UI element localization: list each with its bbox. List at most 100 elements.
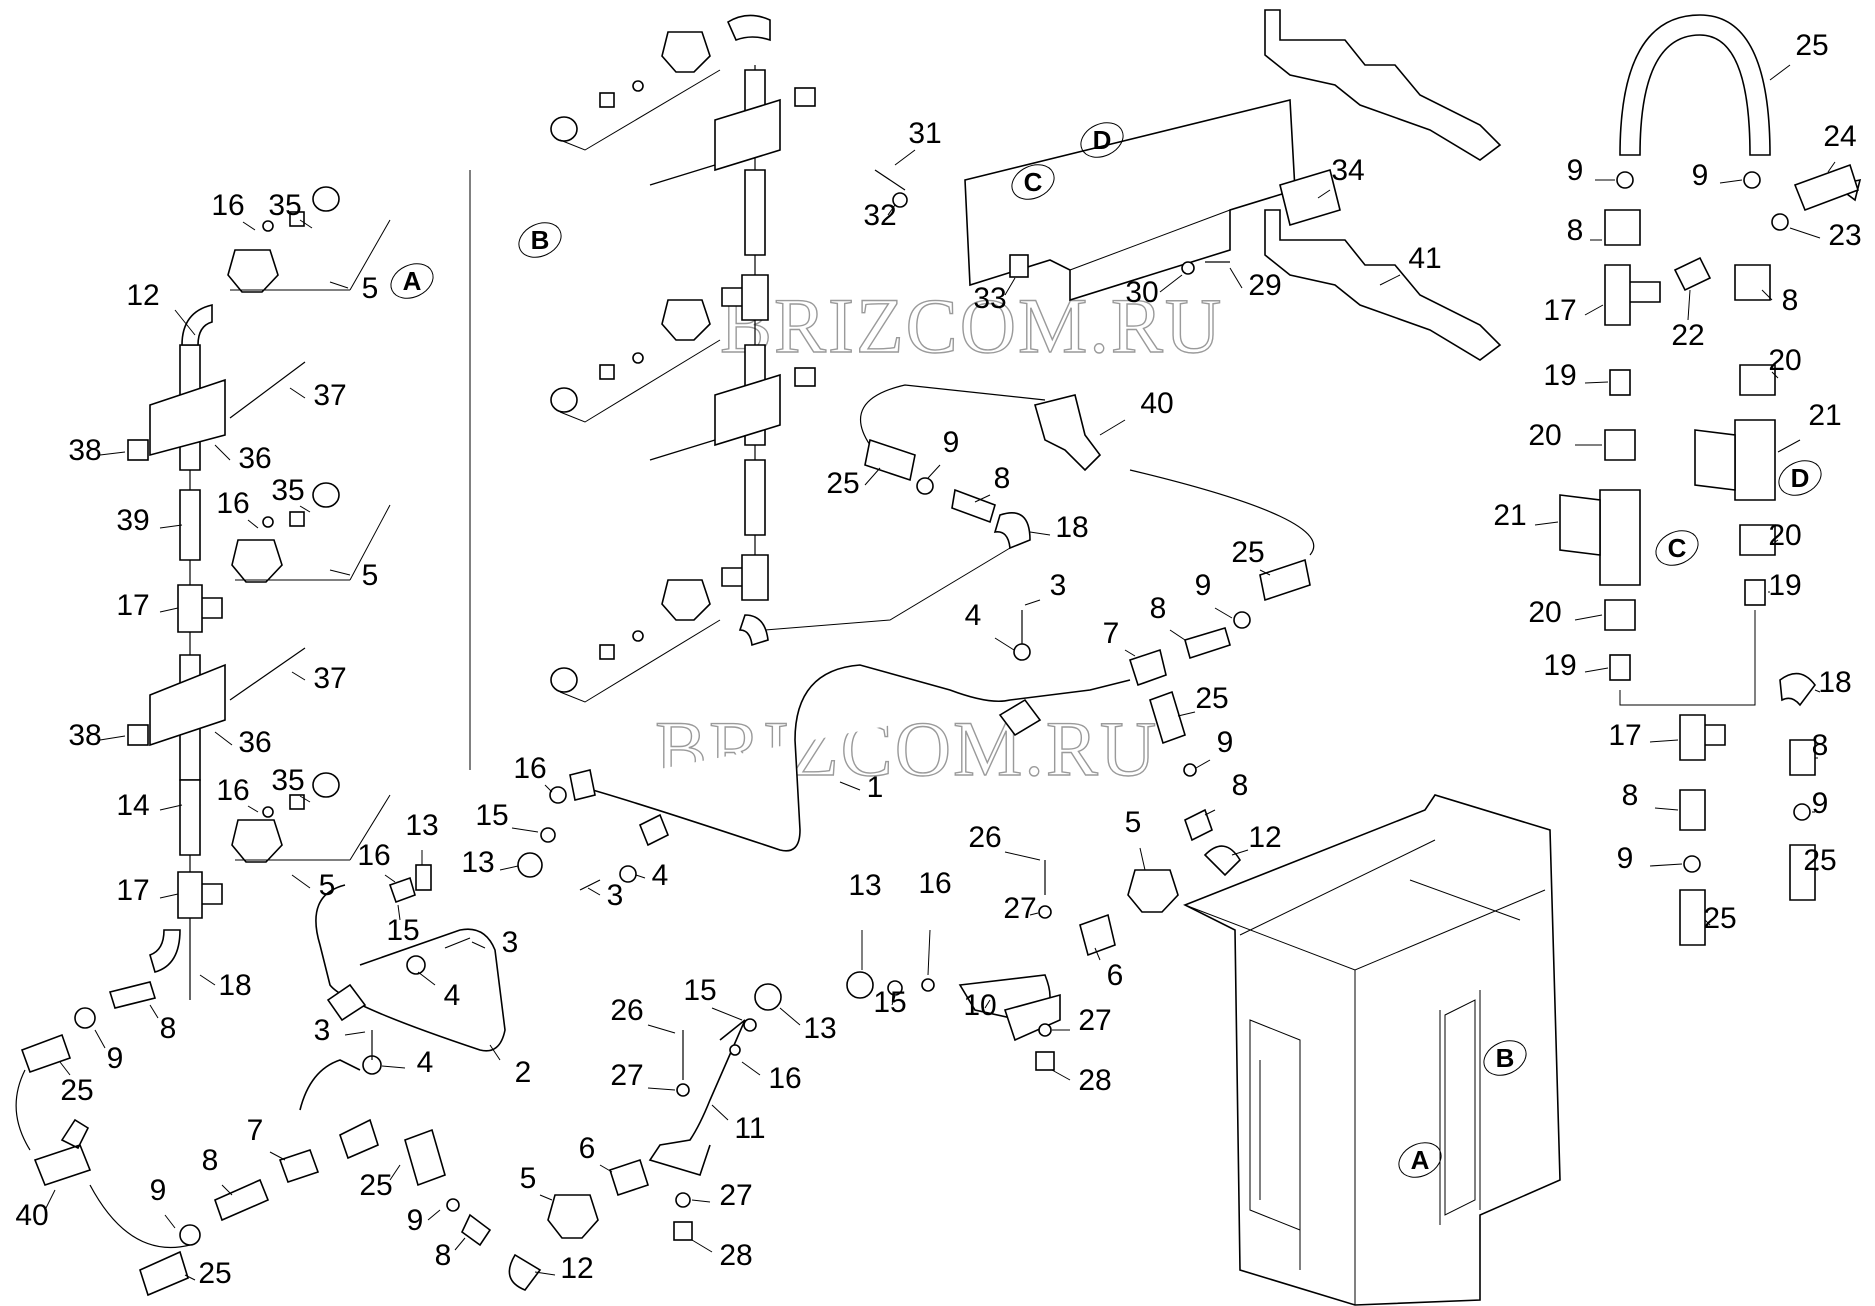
tee-17-lower xyxy=(177,871,223,919)
valve-group-a1 xyxy=(227,186,391,293)
hose-25-a xyxy=(20,1033,72,1074)
callout-number-26: 26 xyxy=(968,821,1001,854)
callout-number-21: 21 xyxy=(1808,399,1841,432)
callout-number-36: 36 xyxy=(238,442,271,475)
callout-leader-36 xyxy=(214,731,233,746)
fitting-8-f xyxy=(1184,808,1213,842)
clamp-9-a xyxy=(74,1007,96,1029)
fitting-8-a xyxy=(108,981,157,1009)
callout-number-10: 10 xyxy=(963,989,996,1022)
clamp-9-i xyxy=(1793,803,1811,821)
callout-leader-29 xyxy=(1229,267,1243,289)
callout-number-20: 20 xyxy=(1768,519,1801,552)
view-label-b-frame: B xyxy=(1483,1040,1527,1076)
nut-6-a xyxy=(608,1158,650,1197)
callout-number-25: 25 xyxy=(1195,682,1228,715)
pipe-part-14-b xyxy=(744,459,766,536)
nut-38-upper xyxy=(127,439,149,461)
callout-number-27: 27 xyxy=(1078,1004,1111,1037)
callout-number-33: 33 xyxy=(973,282,1006,315)
callout-leader-17 xyxy=(159,893,179,899)
callout-number-25: 25 xyxy=(1803,844,1836,877)
callout-leader-16 xyxy=(242,221,256,231)
callout-leader-5 xyxy=(329,569,351,576)
callout-number-5: 5 xyxy=(1125,806,1142,839)
bolt-37-lower xyxy=(229,647,306,701)
svg-text:C: C xyxy=(1024,167,1043,197)
callout-number-9: 9 xyxy=(150,1174,167,1207)
callout-leader-4 xyxy=(381,1065,406,1069)
coil-21-d xyxy=(1694,429,1736,491)
callout-number-9: 9 xyxy=(943,426,960,459)
callout-leader-17 xyxy=(1584,304,1604,316)
callout-leader-25 xyxy=(1177,711,1196,717)
callout-leader-15 xyxy=(397,904,401,921)
clamp-9-c xyxy=(916,477,934,495)
callout-leader-3 xyxy=(344,1031,366,1036)
callout-number-9: 9 xyxy=(1195,569,1212,602)
clamp-9-b xyxy=(179,1224,201,1246)
callout-leader-30 xyxy=(1159,274,1183,293)
callout-leader-28 xyxy=(691,1239,713,1253)
elbow-12-d xyxy=(1203,845,1242,877)
nut-38-lower xyxy=(127,724,149,746)
callout-number-34: 34 xyxy=(1331,154,1364,187)
callout-number-28: 28 xyxy=(1078,1064,1111,1097)
callout-leader-3 xyxy=(1024,599,1041,606)
callout-number-9: 9 xyxy=(107,1042,124,1075)
callout-leader-37 xyxy=(291,671,306,681)
callout-number-16: 16 xyxy=(768,1062,801,1095)
callout-leader-9 xyxy=(164,1214,176,1229)
callout-leader-26 xyxy=(647,1024,676,1034)
callout-leader-25 xyxy=(864,467,881,486)
view-label-a-top: A xyxy=(390,263,434,299)
hose-25-loop xyxy=(1619,14,1771,156)
callout-leader-8 xyxy=(974,494,991,503)
svg-text:C: C xyxy=(1668,533,1687,563)
callout-leader-8 xyxy=(149,1004,159,1019)
callout-number-5: 5 xyxy=(362,272,379,305)
callout-leader-9 xyxy=(427,1209,441,1221)
nut-13-a xyxy=(415,864,432,891)
washer-15-b xyxy=(540,827,556,843)
callout-leader-6 xyxy=(599,1164,613,1173)
tee-40-a xyxy=(33,1118,92,1186)
callout-number-11: 11 xyxy=(734,1112,765,1145)
pipe-part-39-b xyxy=(744,169,766,256)
callout-leader-18 xyxy=(1814,689,1821,693)
callout-leader-16 xyxy=(384,874,396,883)
valve-group-b3 xyxy=(550,579,721,703)
callout-leader-7 xyxy=(269,1151,286,1161)
callout-leader-20 xyxy=(1774,539,1779,543)
seal-16-c xyxy=(729,1044,741,1056)
callout-number-18: 18 xyxy=(218,969,251,1002)
callout-leader-2 xyxy=(489,1044,501,1061)
callout-number-5: 5 xyxy=(319,869,336,902)
nut-6-b xyxy=(1079,913,1116,957)
svg-text:D: D xyxy=(1093,125,1112,155)
hose-25-e xyxy=(404,1128,446,1187)
callout-number-24: 24 xyxy=(1823,120,1856,153)
callout-number-39: 39 xyxy=(116,504,149,537)
callout-number-3: 3 xyxy=(1050,569,1067,602)
svg-text:A: A xyxy=(1411,1145,1430,1175)
callout-leader-31 xyxy=(894,149,916,166)
fitting-8-i xyxy=(1789,739,1816,776)
callout-number-26: 26 xyxy=(610,994,643,1027)
bolt-3-a xyxy=(444,937,471,949)
callout-leader-16 xyxy=(544,784,553,793)
assembly-right-column xyxy=(1559,14,1862,946)
nipple-19-a xyxy=(1609,369,1631,396)
svg-text:B: B xyxy=(531,225,550,255)
callout-leader-3 xyxy=(471,941,486,949)
bracket-strip-upper xyxy=(1264,9,1502,161)
callout-number-15: 15 xyxy=(475,799,508,832)
callout-number-21: 21 xyxy=(1493,499,1526,532)
callout-number-8: 8 xyxy=(160,1012,177,1045)
tee-17-upper xyxy=(177,584,223,633)
bolt-37-upper xyxy=(229,361,306,419)
clamp-9-f xyxy=(1183,763,1197,777)
callout-number-8: 8 xyxy=(1232,769,1249,802)
fitting-22 xyxy=(1673,256,1712,292)
hose-25-b xyxy=(139,1250,189,1297)
